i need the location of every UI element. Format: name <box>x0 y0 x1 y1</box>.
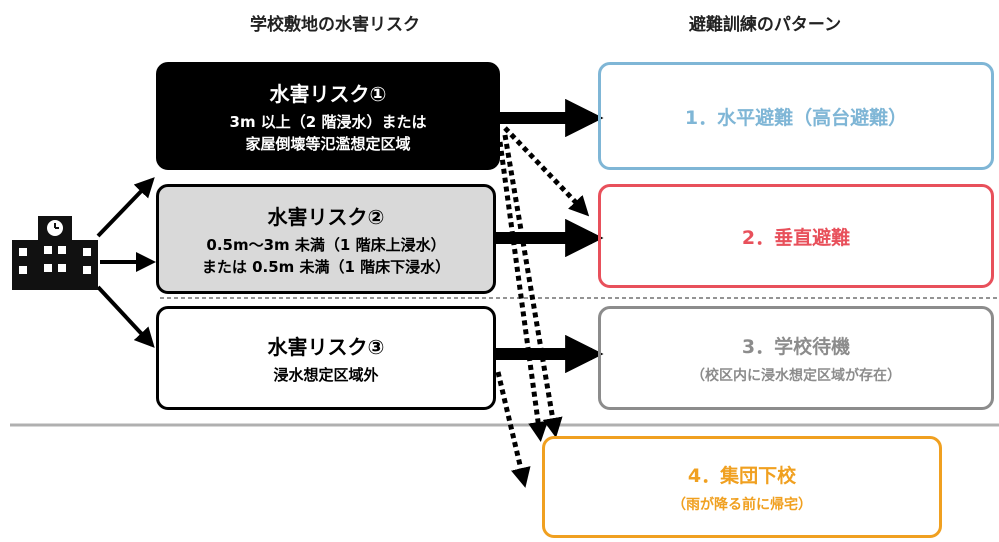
risk-box-1: 水害リスク① 3m 以上（2 階浸水）または 家屋倒壊等氾濫想定区域 <box>156 62 500 170</box>
risk1-to-pattern4-dotted-arrow-a <box>502 134 563 438</box>
pattern-box-3: 3．学校待機 （校区内に浸水想定区域が存在） <box>598 306 994 410</box>
pattern-title: 2．垂直避難 <box>741 226 851 249</box>
pattern-title: 1．水平避難（高台避難） <box>684 106 908 129</box>
risk-box-2: 水害リスク② 0.5m～3m 未満（1 階床上浸水） または 0.5m 未満（1… <box>156 184 496 294</box>
pattern-box-4: 4．集団下校 （雨が降る前に帰宅） <box>542 436 942 538</box>
risk1-to-pattern4-dotted-arrow-b <box>497 141 549 442</box>
pattern-title: 4．集団下校 <box>687 464 797 487</box>
pattern-box-2: 2．垂直避難 <box>598 184 994 288</box>
risk-title: 水害リスク③ <box>267 334 385 359</box>
risk-title: 水害リスク① <box>269 81 387 106</box>
school-building-icon <box>12 216 98 290</box>
school-to-risk1-arrow <box>96 177 155 238</box>
risk3-to-pattern4-dotted-arrow <box>495 371 531 488</box>
pattern-box-1: 1．水平避難（高台避難） <box>598 62 994 170</box>
pattern-subtitle: （雨が降る前に帰宅） <box>672 496 812 513</box>
risk1-to-pattern2-dotted-arrow <box>503 126 590 217</box>
risk-description: 浸水想定区域外 <box>273 365 379 384</box>
risk-box-3: 水害リスク③ 浸水想定区域外 <box>156 306 496 410</box>
school-to-risk3-arrow <box>96 285 155 348</box>
pattern-title: 3．学校待機 <box>741 335 851 358</box>
pattern-subtitle: （校区内に浸水想定区域が存在） <box>691 367 901 384</box>
risk-description: または 0.5m 未満（1 階床下浸水） <box>201 257 451 276</box>
risk-description: 0.5m～3m 未満（1 階床上浸水） <box>206 235 446 254</box>
risk-title: 水害リスク② <box>267 204 385 229</box>
right-column-header: 避難訓練のパターン <box>688 15 842 35</box>
risk-description: 家屋倒壊等氾濫想定区域 <box>245 134 411 153</box>
risk-description: 3m 以上（2 階浸水）または <box>229 112 427 131</box>
left-column-header: 学校敷地の水害リスク <box>250 15 420 35</box>
